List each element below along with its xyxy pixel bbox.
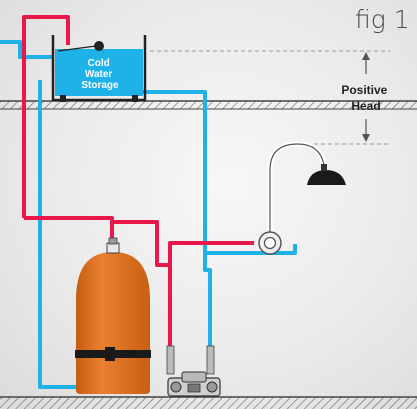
float-valve-icon xyxy=(57,41,104,52)
tank-label: Cold Water Storage xyxy=(81,58,119,91)
shower-riser-icon xyxy=(267,141,327,246)
dimension-arrow-icon xyxy=(362,52,370,142)
hot-water-cylinder-icon xyxy=(75,237,151,394)
shower-mixer-valve-icon xyxy=(258,231,282,255)
figure-label: fig 1 xyxy=(355,5,410,34)
cold-pipes xyxy=(0,40,297,389)
cold-water-tank-icon xyxy=(51,35,147,102)
shower-pump-icon xyxy=(166,345,221,397)
hot-pipes xyxy=(22,15,254,348)
positive-head-label: Positive Head xyxy=(341,83,390,113)
ground-floor xyxy=(0,396,417,409)
shower-head-icon xyxy=(307,164,346,185)
